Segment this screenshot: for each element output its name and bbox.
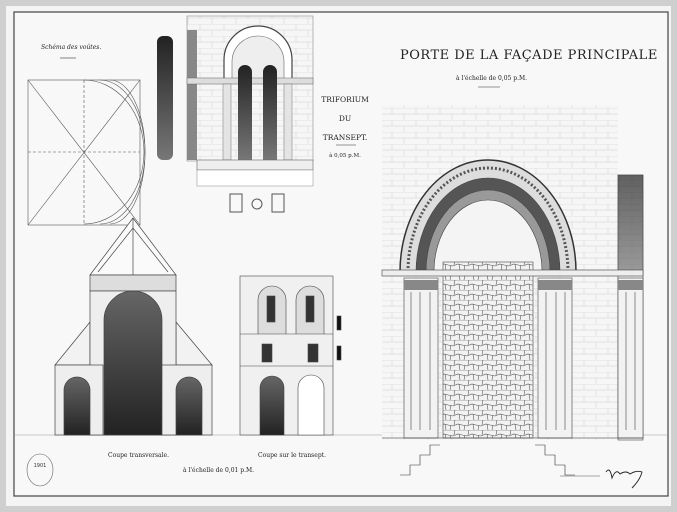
transept-section-drawing xyxy=(239,275,342,436)
sections-scale-label: à l'échelle de 0,01 p.M. xyxy=(183,467,255,474)
transept-section-label: Coupe sur le transept. xyxy=(258,452,326,459)
vault-schema-label: Schéma des voûtes. xyxy=(41,44,102,51)
svg-text:1901: 1901 xyxy=(34,463,47,469)
portal-scale-label: à l'échelle de 0,05 p.M. xyxy=(456,75,528,82)
triforium-line-2: DU xyxy=(338,114,352,123)
triforium-elevation xyxy=(157,15,356,213)
triforium-label: TRIFORIUM DU TRANSEPT. à 0,05 p.M. xyxy=(320,90,370,166)
signature xyxy=(560,469,643,489)
triforium-line-3: TRANSEPT. xyxy=(322,133,368,142)
triforium-scale: à 0,05 p.M. xyxy=(329,153,361,159)
transverse-section-label: Coupe transversale. xyxy=(108,452,170,459)
transverse-section-drawing xyxy=(54,217,213,436)
vault-schema-drawing xyxy=(27,57,146,226)
sheet-title: PORTE DE LA FAÇADE PRINCIPALE xyxy=(400,48,658,63)
archive-stamp: 1901 xyxy=(26,453,54,487)
triforium-line-1: TRIFORIUM xyxy=(321,95,369,104)
main-portal-elevation xyxy=(381,86,644,476)
